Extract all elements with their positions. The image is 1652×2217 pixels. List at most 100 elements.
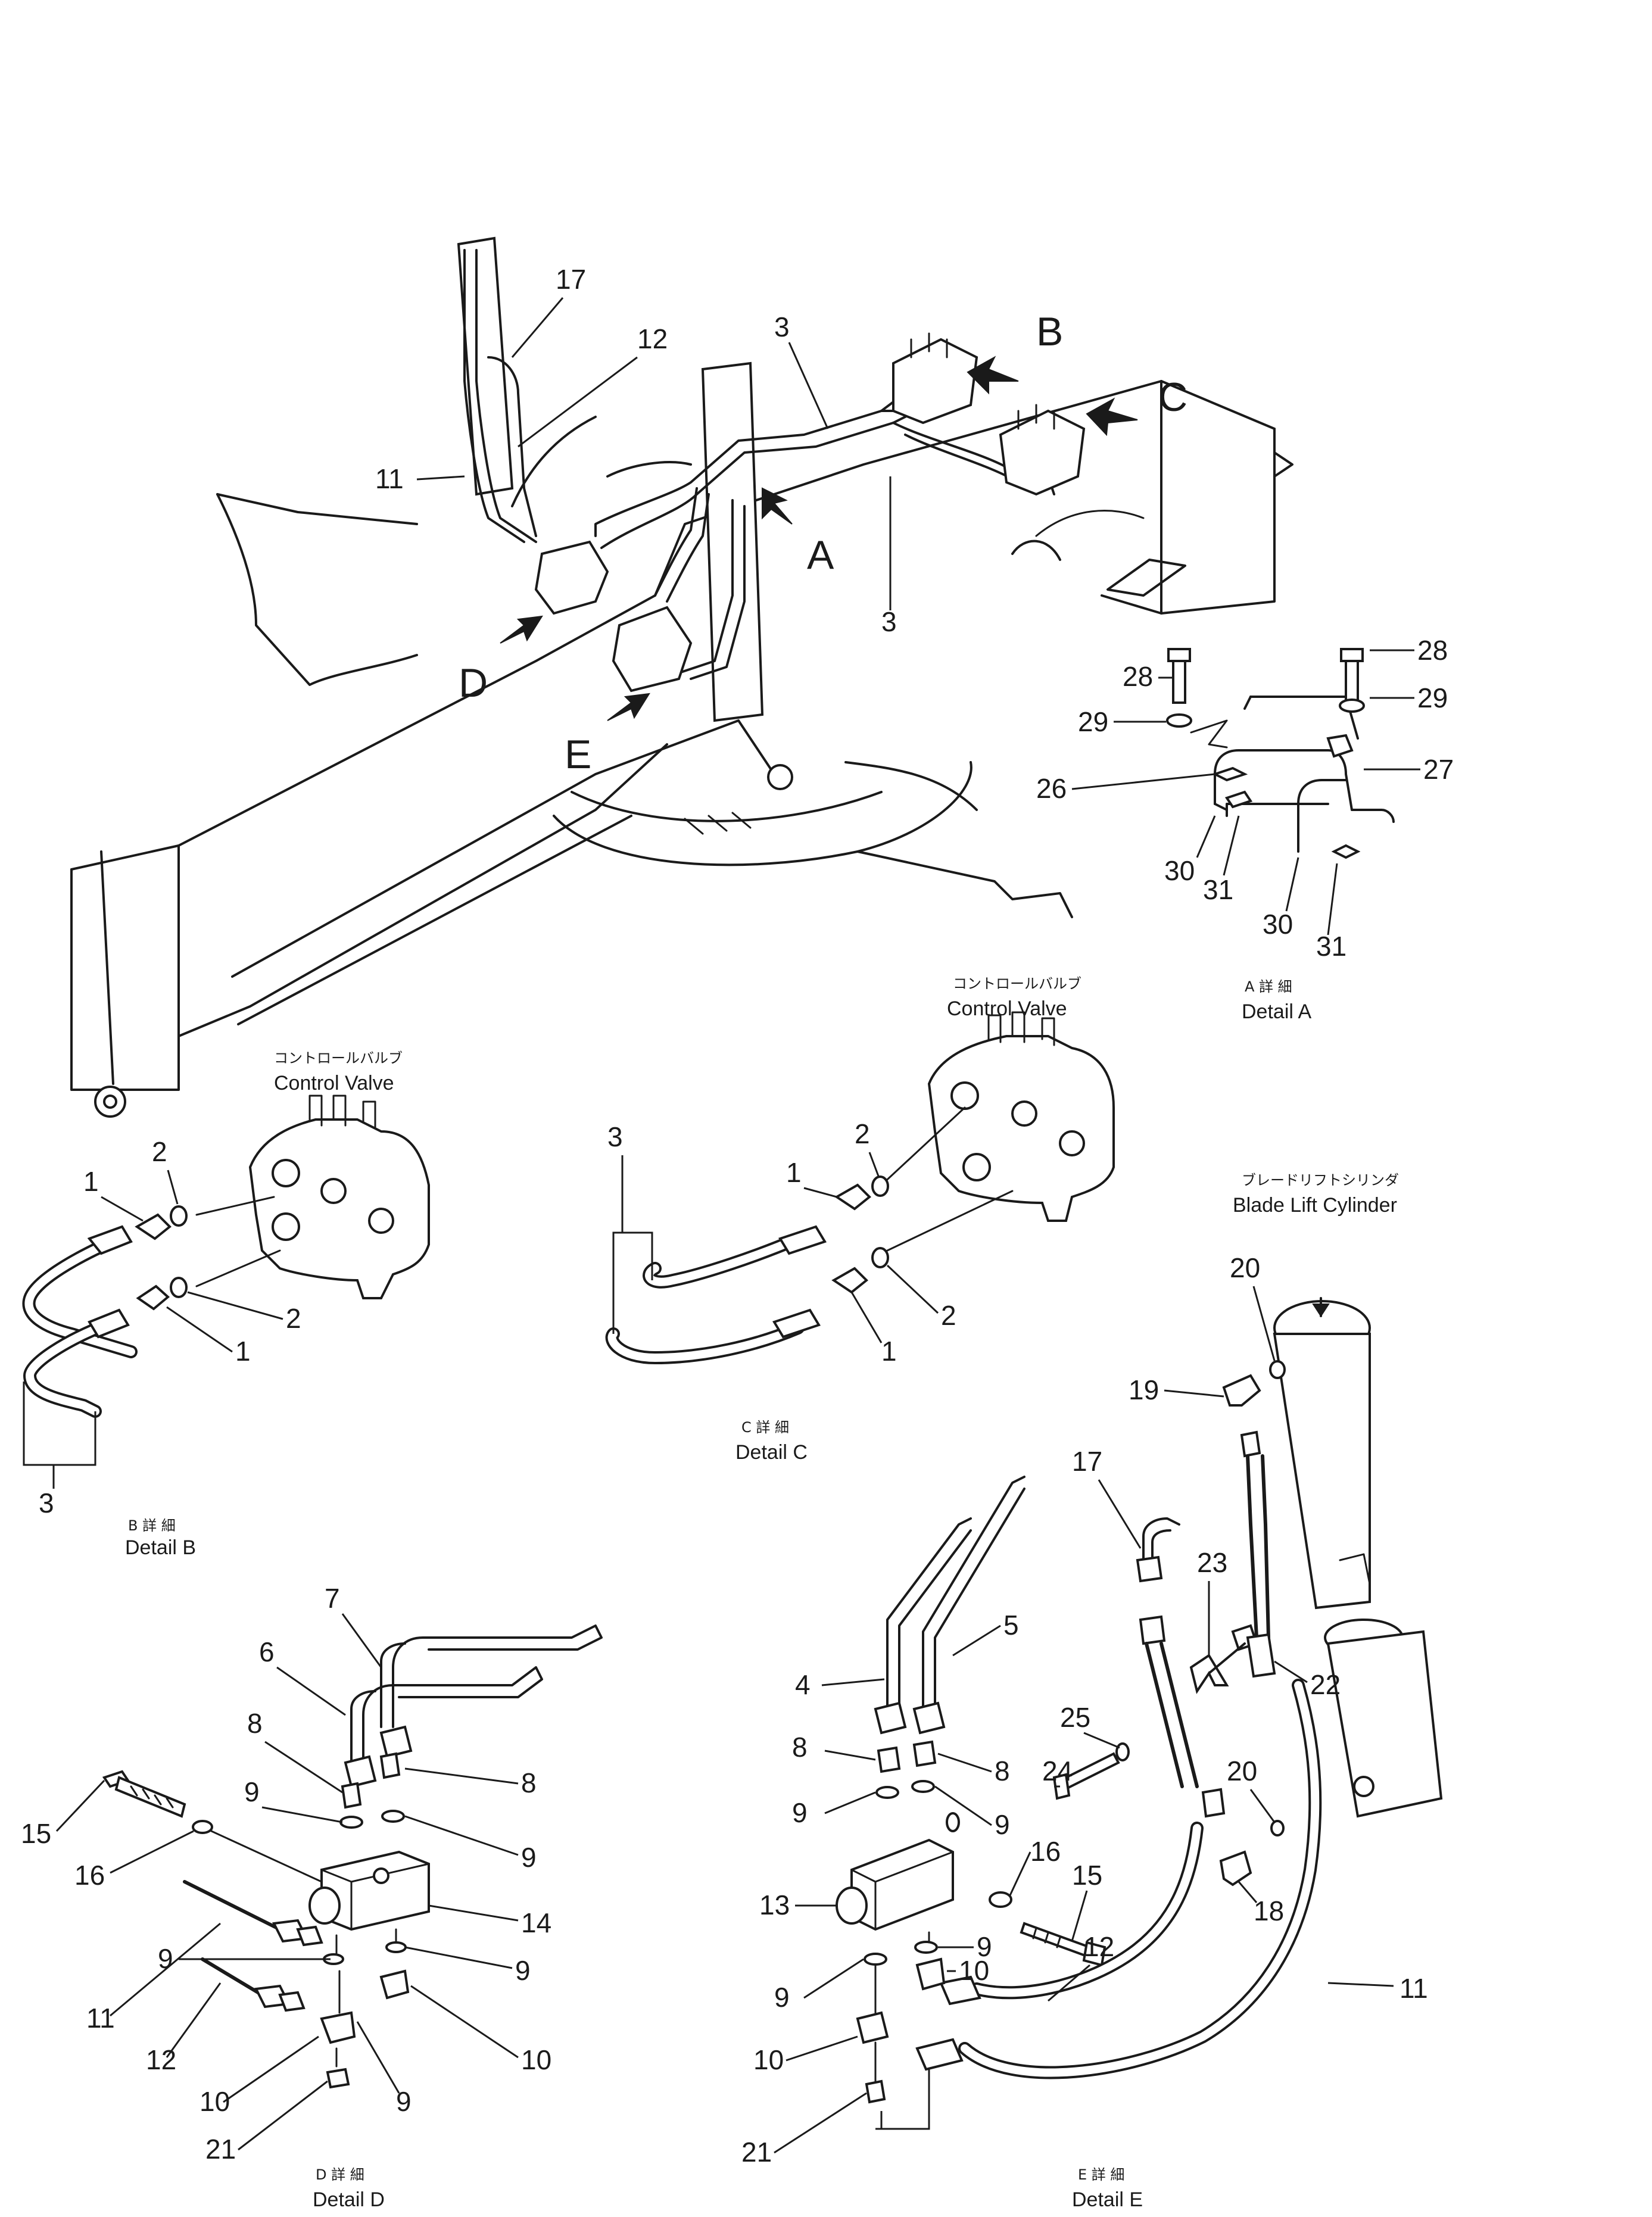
part-number: 23	[1197, 1547, 1227, 1578]
part-number: 4	[795, 1669, 811, 1700]
part-number: 21	[741, 2137, 772, 2168]
part-number: 27	[1423, 754, 1454, 785]
part-number: 9	[244, 1776, 260, 1807]
part-number: 2	[855, 1118, 870, 1149]
part-number: 9	[774, 1982, 790, 2013]
part-number: 13	[759, 1889, 790, 1920]
part-number: 8	[995, 1755, 1010, 1786]
part-number: 31	[1316, 931, 1346, 962]
part-number: 25	[1060, 1702, 1090, 1733]
part-number: 22	[1310, 1669, 1341, 1700]
detail-b-valve-en: Control Valve	[274, 1072, 394, 1095]
part-number: 5	[1003, 1610, 1019, 1641]
part-number: 29	[1078, 706, 1108, 737]
detail-e-labels: ブレードリフトシリンダ Blade Lift Cylinder 20 19 17…	[741, 1172, 1428, 2211]
part-number: 9	[792, 1797, 808, 1828]
block-13	[850, 1838, 954, 1931]
detail-a-jp-caption: A 詳 細	[1245, 978, 1292, 995]
part-number: 11	[1399, 1973, 1428, 2004]
detail-b	[22, 1095, 430, 1418]
control-valve-c	[927, 1035, 1115, 1222]
part-number: 19	[1129, 1374, 1159, 1405]
detail-d	[102, 1624, 603, 2089]
detail-d-caption: Detail D	[313, 2188, 385, 2211]
part-number: 3	[607, 1121, 623, 1152]
detail-c-valve-en: Control Valve	[947, 997, 1067, 1020]
part-number: 29	[1417, 682, 1448, 713]
view-letter-b: B	[1036, 309, 1063, 354]
part-number: 3	[881, 606, 897, 637]
detail-d-jp-caption: D 詳 細	[316, 2166, 364, 2183]
part-number: 2	[941, 1300, 956, 1331]
part-number: 11	[375, 463, 404, 494]
part-number: 17	[556, 264, 586, 295]
part-number: 20	[1230, 1252, 1260, 1283]
detail-a-caption: Detail A	[1242, 1000, 1311, 1023]
detail-e-jp-caption: E 詳 細	[1078, 2166, 1124, 2183]
part-number: 6	[259, 1636, 275, 1667]
part-number: 9	[515, 1955, 531, 1986]
part-number: 30	[1263, 909, 1293, 940]
part-number: 10	[521, 2044, 551, 2075]
detail-c-caption: Detail C	[735, 1441, 808, 1464]
part-number: 8	[792, 1732, 808, 1763]
detail-c-labels: コントロールバルブ Control Valve 3 2 1 2 1 C 詳 細 …	[607, 975, 1081, 1464]
part-number: 8	[521, 1767, 537, 1798]
detail-c-jp-caption: C 詳 細	[741, 1419, 789, 1436]
detail-b-jp-caption: B 詳 細	[128, 1517, 176, 1534]
detail-e-cylinder-en: Blade Lift Cylinder	[1233, 1194, 1397, 1217]
part-number: 31	[1203, 874, 1233, 905]
part-number: 15	[1072, 1860, 1102, 1891]
detail-b-caption: Detail B	[125, 1536, 196, 1559]
detail-e	[836, 1297, 1443, 2104]
detail-c	[605, 1011, 1115, 1364]
overview-labels: A B C D E 17 12 11 3 3	[375, 264, 1187, 777]
part-number: 28	[1123, 661, 1153, 692]
part-number: 16	[74, 1860, 105, 1891]
part-number: 11	[86, 2003, 115, 2034]
part-number: 8	[247, 1708, 263, 1739]
part-number: 10	[753, 2044, 784, 2075]
detail-e-cylinder-jp: ブレードリフトシリンダ	[1242, 1172, 1399, 1189]
part-number: 16	[1030, 1836, 1061, 1867]
view-letter-e: E	[565, 732, 591, 777]
part-number: 28	[1417, 635, 1448, 666]
overview-machine-drawing	[70, 236, 1293, 1118]
part-number: 7	[325, 1583, 340, 1614]
part-number: 10	[959, 1955, 989, 1986]
part-number: 18	[1254, 1895, 1284, 1926]
control-valve-b	[248, 1118, 430, 1299]
part-number: 2	[286, 1303, 301, 1334]
detail-a-labels: 28 28 29 29 26 27 30 31 30 31 A 詳 細 Deta…	[1036, 635, 1454, 1023]
part-number: 12	[637, 323, 668, 354]
view-letter-c: C	[1158, 375, 1187, 420]
view-letter-d: D	[459, 660, 488, 706]
detail-d-labels: 7 6 8 8 9 9 15 16 9 14 9 11 12 10 10 9 2…	[21, 1583, 551, 2211]
part-number: 24	[1042, 1755, 1073, 1786]
part-number: 20	[1227, 1755, 1257, 1786]
part-number: 9	[995, 1809, 1010, 1840]
detail-b-labels: コントロールバルブ Control Valve 2 1 2 1 3 B 詳 細 …	[23, 1050, 403, 1559]
part-number: 1	[881, 1336, 897, 1367]
block-14	[320, 1850, 430, 1931]
part-number: 2	[152, 1136, 167, 1167]
part-number: 14	[521, 1907, 551, 1938]
view-letter-a: A	[807, 532, 834, 578]
part-number: 1	[83, 1166, 99, 1197]
part-number: 9	[977, 1931, 992, 1962]
part-number: 30	[1164, 855, 1195, 886]
detail-c-valve-jp: コントロールバルブ	[953, 975, 1081, 992]
part-number: 3	[39, 1488, 54, 1518]
part-number: 1	[235, 1336, 251, 1367]
part-number: 3	[774, 311, 790, 342]
part-number: 21	[205, 2134, 236, 2165]
part-number: 17	[1072, 1446, 1102, 1477]
detail-e-caption: Detail E	[1072, 2188, 1143, 2211]
part-number: 26	[1036, 773, 1067, 804]
part-number: 15	[21, 1818, 51, 1849]
detail-b-valve-jp: コントロールバルブ	[274, 1050, 403, 1067]
part-number: 12	[146, 2044, 176, 2075]
part-number: 12	[1084, 1931, 1114, 1962]
part-number: 9	[521, 1842, 537, 1873]
